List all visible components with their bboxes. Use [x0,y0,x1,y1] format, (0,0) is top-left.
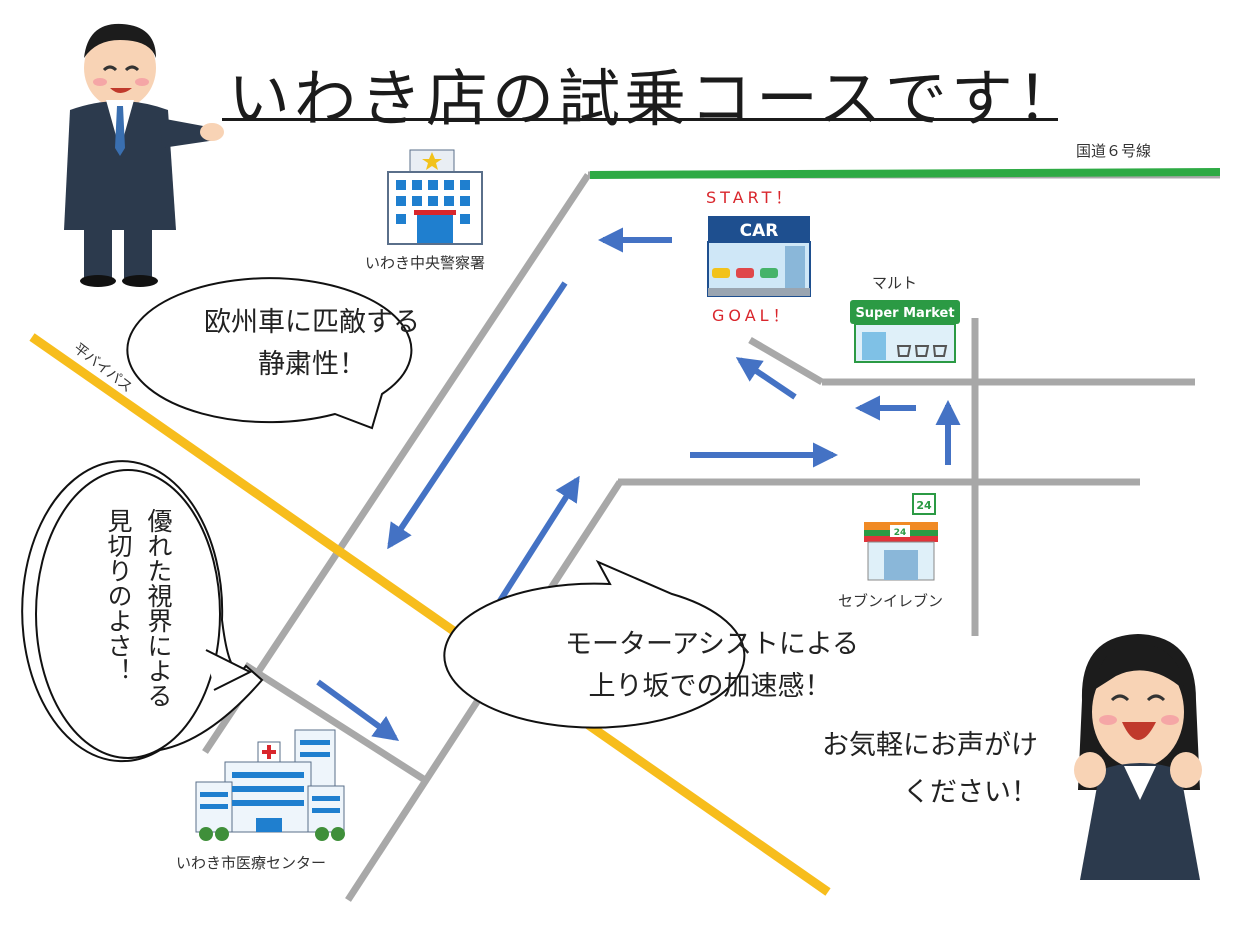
arrow-to-hospital-road [316,679,400,741]
street-supermarket [748,336,824,386]
start-label: START！ [706,188,796,207]
bubble-view-text: 優れた視界による 見切りのよさ！ [98,508,178,728]
goal-label: GOAL！ [712,306,793,325]
svg-text:24: 24 [916,499,932,512]
bubble-quiet-line1: 欧州車に匹敵する [204,307,420,338]
route6-label: 国道６号線 [1076,142,1152,160]
arrow-up-main [495,475,580,606]
car-dealer-building: CAR [707,216,811,297]
bubble-assist-line1: モーターアシストによる [565,629,860,660]
bubble-view-shape [35,469,221,759]
route6-road [589,168,1221,179]
cheer-line1: お気軽にお声がけ [822,730,1038,761]
arrow-down-main [387,281,568,550]
bubble-assist-text: モーターアシストによる 上り坂での加速感！ [565,624,860,708]
page-title: いわき店の試乗コースです！ [228,62,1083,135]
street-west [202,173,591,754]
convenience-label: セブンイレブン [838,592,944,610]
bubble-assist-line2: 上り坂での加速感！ [588,670,832,702]
police-station-building [387,149,483,245]
convenience-store-building: 24 24 [864,493,938,581]
route-arrows [316,227,961,741]
svg-text:Super Market: Super Market [855,306,954,321]
female-staff-illustration [1074,634,1202,880]
bubble-quiet [126,277,413,430]
svg-text:24: 24 [894,528,907,538]
bubble-quiet-line2: 静粛性！ [258,348,366,380]
hospital-building [195,729,345,841]
arrow-back-dealer [735,357,797,400]
svg-text:CAR: CAR [740,221,779,241]
male-staff-illustration [64,23,224,287]
speech-bubbles [21,277,746,763]
cheer-line2: ください！ [903,777,1038,809]
bubble-view-line1: 優れた視界による [144,508,173,708]
police-label: いわき中央警察署 [365,254,486,272]
bubble-view-tail [205,649,253,691]
cheer-message: お気軽にお声がけ ください！ [822,722,1038,817]
hospital-label: いわき市医療センター [176,854,327,872]
bubble-assist [443,559,746,729]
supermarket-building: Super Market [850,300,960,363]
title-underline [222,118,1058,121]
supermarket-label: マルト [872,274,918,292]
bubble-quiet-text: 欧州車に匹敵する 静粛性！ [182,302,442,386]
bubble-view-line2: 見切りのよさ！ [104,508,133,683]
street-hospital [243,662,427,783]
